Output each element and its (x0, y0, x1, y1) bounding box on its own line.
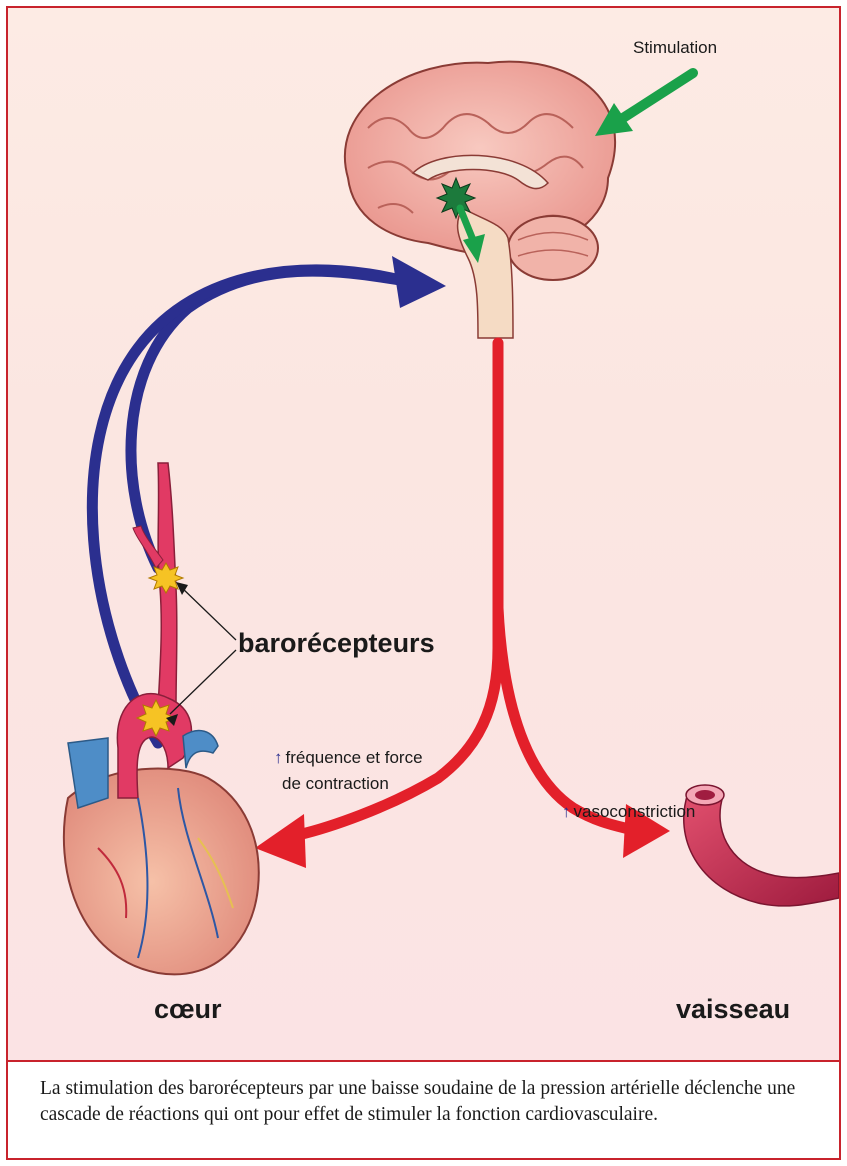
heart-illustration (64, 694, 259, 975)
afferent-arrowhead (392, 256, 446, 308)
vessel-label: vaisseau (676, 994, 790, 1025)
heart-label: cœur (154, 994, 222, 1025)
stimulation-label: Stimulation (633, 38, 717, 58)
brain-illustration (345, 62, 615, 338)
heart-effect-line1: fréquence et force (286, 748, 423, 767)
vessel-effect-text: vasoconstriction (574, 802, 696, 821)
vessel-illustration (684, 785, 839, 906)
up-arrow-icon: ↑ (274, 745, 283, 771)
diagram-panel: Stimulation barorécepteurs ↑fréquence et… (8, 8, 839, 1062)
baroreceptor-pointer-lines (170, 586, 236, 714)
figure-caption: La stimulation des barorécepteurs par un… (40, 1076, 830, 1128)
afferent-pathway-arrow (92, 270, 400, 743)
heart-arrowhead (255, 814, 306, 868)
baroreceptor-carotid-icon (149, 563, 183, 593)
stimulation-arrow (595, 73, 693, 136)
hypothalamus-spark-icon (437, 178, 475, 218)
vessel-effect-label: ↑vasoconstriction (562, 802, 695, 822)
up-arrow-icon: ↑ (562, 802, 571, 822)
heart-effect-label: ↑fréquence et force de contraction (274, 745, 423, 797)
figure-frame: Stimulation barorécepteurs ↑fréquence et… (6, 6, 841, 1160)
baroreceptors-label: barorécepteurs (238, 628, 435, 659)
diagram-illustration (8, 8, 839, 1060)
heart-effect-line2: de contraction (282, 774, 389, 793)
